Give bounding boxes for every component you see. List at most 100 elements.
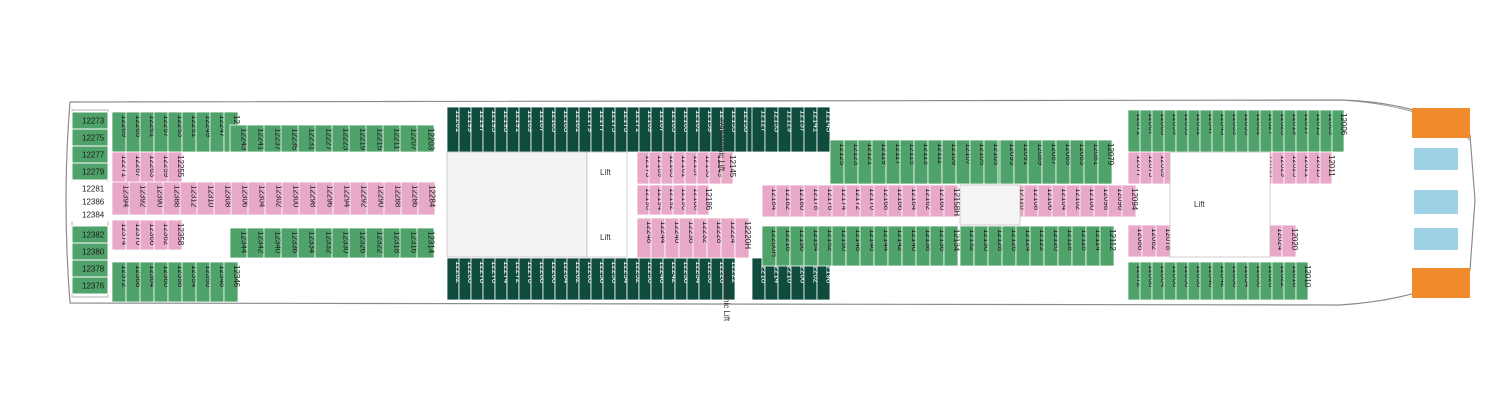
cabin-number: 12091 [1022, 143, 1031, 166]
cabin-number: 12098 [1102, 188, 1111, 211]
bow-suite-12001[interactable] [1414, 228, 1458, 250]
cabin-number: 12246 [658, 261, 667, 284]
cabin-number: 12046 [1207, 265, 1216, 288]
cabin-12279[interactable] [71, 162, 109, 181]
cabin-number: 12138 [924, 229, 933, 252]
cabin-number: 12015 [1315, 155, 1324, 178]
cabin-number: 12078 [1164, 228, 1173, 251]
cabin-number: 12314 [427, 231, 436, 254]
cabin-number: 12348 [218, 265, 227, 288]
cabin-number: 12336 [291, 231, 300, 254]
cabin-12020[interactable] [1281, 224, 1297, 258]
cabin-number: 12241 [257, 128, 266, 151]
cabin-12358[interactable] [167, 219, 183, 251]
cabin-number: 12123 [852, 143, 861, 166]
cabin-number: 12145 [825, 110, 834, 133]
cabin-number: 12390 [156, 185, 165, 208]
bow-suite-12005[interactable] [1414, 148, 1458, 170]
cabin-12145[interactable] [816, 106, 831, 153]
cabin-number: 12288 [394, 185, 403, 208]
cabin-number: 12146 [868, 229, 877, 252]
cabin-12376[interactable] [71, 276, 109, 295]
cabin-number: 12201 [454, 110, 463, 133]
cabin-number: 12358 [176, 223, 185, 246]
cabin-number: 12186 [704, 188, 713, 211]
cabin-12079[interactable] [1097, 139, 1113, 185]
cabin-12346[interactable] [223, 261, 239, 303]
cabin-number: 12009 [1327, 113, 1336, 136]
cabin-12220H[interactable] [734, 217, 750, 259]
cabin-12011[interactable] [1319, 151, 1333, 185]
cabin-number: 12234 [694, 261, 703, 284]
cabin-number: 12269 [120, 115, 129, 138]
cabin-number: 12195 [490, 110, 499, 133]
cabin-12006[interactable] [1331, 109, 1345, 153]
cabin-number: 12019 [1291, 113, 1300, 136]
cabin-number: 12294 [343, 185, 352, 208]
cabin-number: 12112 [1108, 229, 1117, 251]
cabin-number: 12199 [466, 110, 475, 133]
cabin-number: 12215 [376, 128, 385, 151]
cabin-12314[interactable] [416, 227, 435, 259]
cabin-12094[interactable] [1121, 184, 1137, 218]
cabin-number: 12270 [526, 261, 535, 284]
cabin-number: 12384 [82, 211, 105, 220]
cabin-number: 12169 [656, 155, 665, 178]
cabin-number: 12173 [622, 110, 631, 133]
cabin-12010[interactable] [1295, 261, 1309, 301]
cabin-number: 12181 [574, 110, 583, 133]
cabin-number: 12102 [1074, 188, 1083, 211]
cabin-number: 12023 [1279, 113, 1288, 136]
cabin-number: 12157 [692, 155, 701, 178]
cabin-12112[interactable] [1099, 225, 1115, 267]
cabin-number: 12064 [1159, 265, 1168, 288]
cabin-number: 12238 [682, 261, 691, 284]
cabin-number: 12051 [1195, 113, 1204, 136]
bow-suite-12008[interactable] [1385, 198, 1413, 212]
cabin-12158H[interactable] [943, 184, 959, 218]
cabin-number: 12252 [634, 261, 643, 284]
cabin-number: 12042 [1219, 265, 1228, 288]
cabin-number: 12200H [770, 229, 779, 257]
cabin-number: 12122 [1038, 229, 1047, 252]
cabin-number: 12043 [1219, 113, 1228, 136]
cabin-number: 12117 [894, 143, 903, 165]
cabin-number: 12360 [162, 265, 171, 288]
cabin-number: 12060 [1171, 265, 1180, 288]
cabin-number: 12280 [466, 261, 475, 284]
cabin-number: 12206 [799, 261, 808, 284]
cabin-number: 12253 [176, 115, 185, 138]
cabin-number: 12290 [377, 185, 386, 208]
cabin-number: 12264 [562, 261, 571, 284]
cabin-number: 12158H [952, 188, 961, 216]
cabin-number: 12136 [938, 229, 947, 252]
cabin-number: 12093 [1008, 143, 1017, 166]
cabin-number: 12378 [82, 265, 105, 274]
cabin-number: 12106 [1046, 188, 1055, 211]
center-zone [446, 151, 588, 258]
bow-suite-12003[interactable] [1414, 190, 1458, 214]
cabin-number: 12218 [760, 261, 769, 284]
cabin-number: 12134 [952, 229, 961, 252]
cabin-number: 12031 [1255, 113, 1264, 136]
cabin-12284[interactable] [417, 181, 436, 216]
cabin-number: 12113 [922, 143, 931, 165]
cabin-12203[interactable] [416, 124, 435, 153]
cabin-12134[interactable] [943, 225, 959, 267]
cabin-number: 12118 [1066, 229, 1075, 251]
cabin-number: 12254 [622, 261, 631, 284]
bow-suite-12004[interactable] [1412, 108, 1470, 138]
cabin-number: 12306 [241, 185, 250, 208]
cabin-number: 12073 [1147, 155, 1156, 178]
cabin-12145[interactable] [720, 151, 734, 185]
bow-suite-12006[interactable] [1412, 268, 1470, 298]
cabin-number: 12187 [538, 110, 547, 133]
cabin-number: 12107 [964, 143, 973, 166]
cabin-number: 12251 [190, 115, 199, 138]
cabin-number: 12261 [148, 115, 157, 138]
cabin-number: 12128 [996, 229, 1005, 252]
lift-zone-center [586, 151, 628, 258]
cabin-12384[interactable] [71, 207, 109, 222]
cabin-number: 12039 [1231, 113, 1240, 136]
cabin-12186[interactable] [696, 184, 710, 216]
